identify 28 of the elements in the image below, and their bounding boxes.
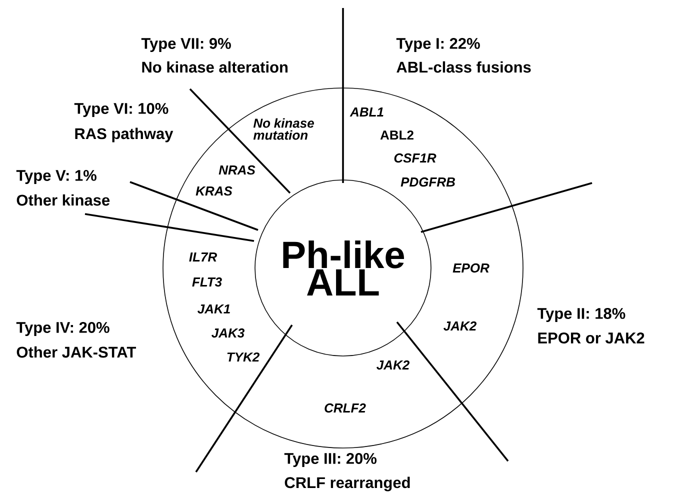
gene-label: TYK2 [227, 352, 260, 362]
gene-label: JAK2 [444, 321, 476, 331]
gene-label: KRAS [196, 186, 232, 196]
type-label: Type V: 1% [16, 170, 96, 184]
type-label: Type VII: 9% [141, 38, 231, 52]
type-label: RAS pathway [75, 128, 174, 142]
type-label: Other JAK-STAT [16, 346, 136, 358]
type-label: ABL-class fusions [396, 61, 531, 73]
type-label: Type IV: 20% [16, 322, 110, 336]
gene-label: PDGFRB [400, 177, 455, 187]
gene-label: IL7R [189, 252, 217, 262]
gene-label: NRAS [218, 165, 256, 175]
type-label: EPOR or JAK2 [538, 332, 644, 344]
gene-label: CSF1R [394, 153, 436, 163]
type-label: No kinase alteration [142, 61, 288, 73]
gene-label: ABL2 [380, 130, 414, 140]
gene-label: ABL1 [350, 108, 384, 116]
gene-label: CRLF2 [324, 403, 366, 413]
gene-label: JAK1 [198, 304, 230, 314]
gene-label: FLT3 [192, 277, 222, 287]
type-label: Other kinase [16, 194, 110, 206]
type-label: Type II: 18% [537, 308, 626, 322]
type-label: Type I: 22% [396, 38, 480, 52]
type-label: CRLF rearranged [284, 476, 410, 492]
gene-label: No kinase mutation [253, 118, 314, 140]
type-label: Type VI: 10% [74, 102, 168, 118]
type-label: Type III: 20% [284, 452, 377, 468]
gene-label: EPOR [452, 263, 490, 273]
